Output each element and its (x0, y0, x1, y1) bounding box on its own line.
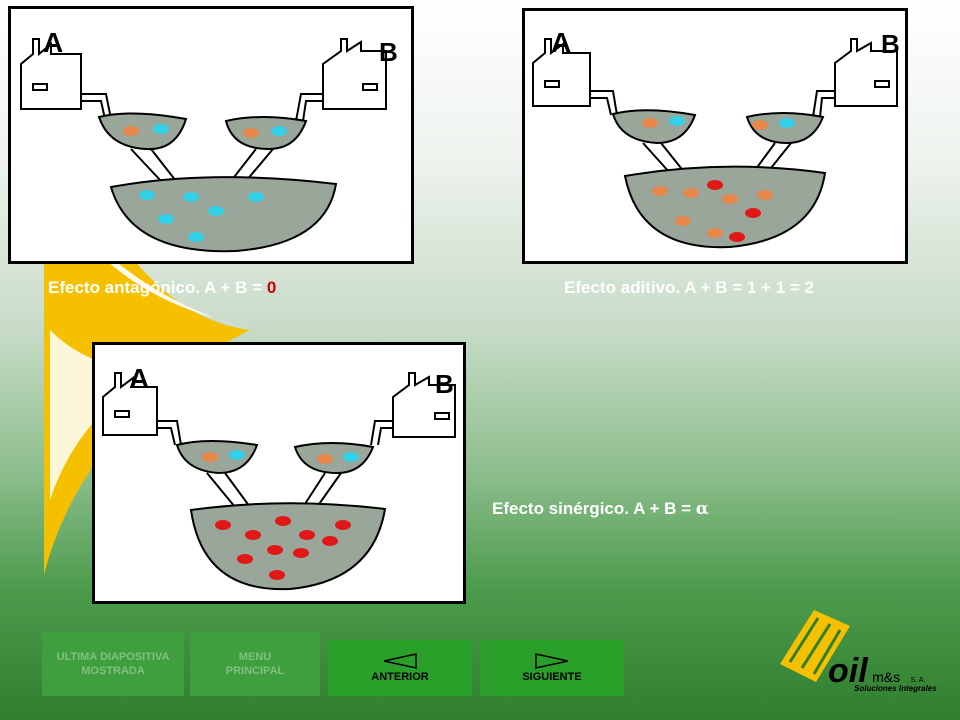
previous-button[interactable]: ANTERIOR (328, 640, 472, 696)
additive-caption: Efecto aditivo. A + B = 1 + 1 = 2 (564, 278, 815, 297)
factory-b-label: B (379, 37, 398, 67)
additive-effect-panel: A B (522, 8, 908, 264)
company-logo: oil m&s S. A. Soluciones Integrales (770, 606, 950, 702)
logo-tagline: Soluciones Integrales (854, 684, 937, 693)
additive-diagram (532, 38, 898, 249)
last-slide-label-line2: MOSTRADA (81, 665, 145, 677)
synergistic-caption: Efecto sinérgico. A + B = α (492, 499, 709, 519)
next-label: SIGUIENTE (522, 671, 582, 683)
last-slide-label-line1: ULTIMA DIAPOSITIVA (56, 651, 170, 663)
left-arrow-icon (383, 653, 417, 669)
last-slide-shown-button[interactable]: ULTIMA DIAPOSITIVA MOSTRADA (42, 632, 184, 696)
antagonistic-caption-text: Efecto antagónico. A + B = (48, 278, 263, 297)
fish-group (202, 450, 359, 580)
antagonistic-caption-value: 0 (266, 278, 277, 297)
factory-a-label: A (551, 27, 572, 58)
logo-brand: oil (828, 652, 868, 690)
previous-label: ANTERIOR (371, 671, 429, 683)
fish-group (123, 124, 287, 242)
synergistic-caption-symbol: α (695, 499, 709, 519)
factory-a-label: A (129, 363, 150, 394)
logo-leaf-icon (780, 610, 850, 682)
factory-b-label: B (435, 369, 454, 399)
main-menu-label-line1: MENU (238, 651, 272, 663)
synergistic-caption-text: Efecto sinérgico. A + B = (492, 499, 692, 518)
main-menu-button[interactable]: MENU PRINCIPAL (190, 632, 320, 696)
right-arrow-icon (535, 653, 569, 669)
antagonistic-caption: Efecto antagónico. A + B = 0 (48, 278, 276, 298)
logo-suffix: S. A. (910, 677, 926, 684)
antagonistic-effect-panel: A B (8, 6, 414, 264)
main-menu-label-line2: PRINCIPAL (225, 665, 285, 677)
next-button[interactable]: SIGUIENTE (480, 640, 624, 696)
factory-a-label: A (43, 27, 64, 58)
synergistic-effect-panel: A B (92, 342, 466, 604)
synergistic-diagram (102, 372, 456, 591)
logo-company: m&s (872, 669, 901, 685)
antagonistic-diagram (20, 38, 387, 253)
factory-b-label: B (881, 29, 900, 59)
fish-group (642, 116, 795, 242)
